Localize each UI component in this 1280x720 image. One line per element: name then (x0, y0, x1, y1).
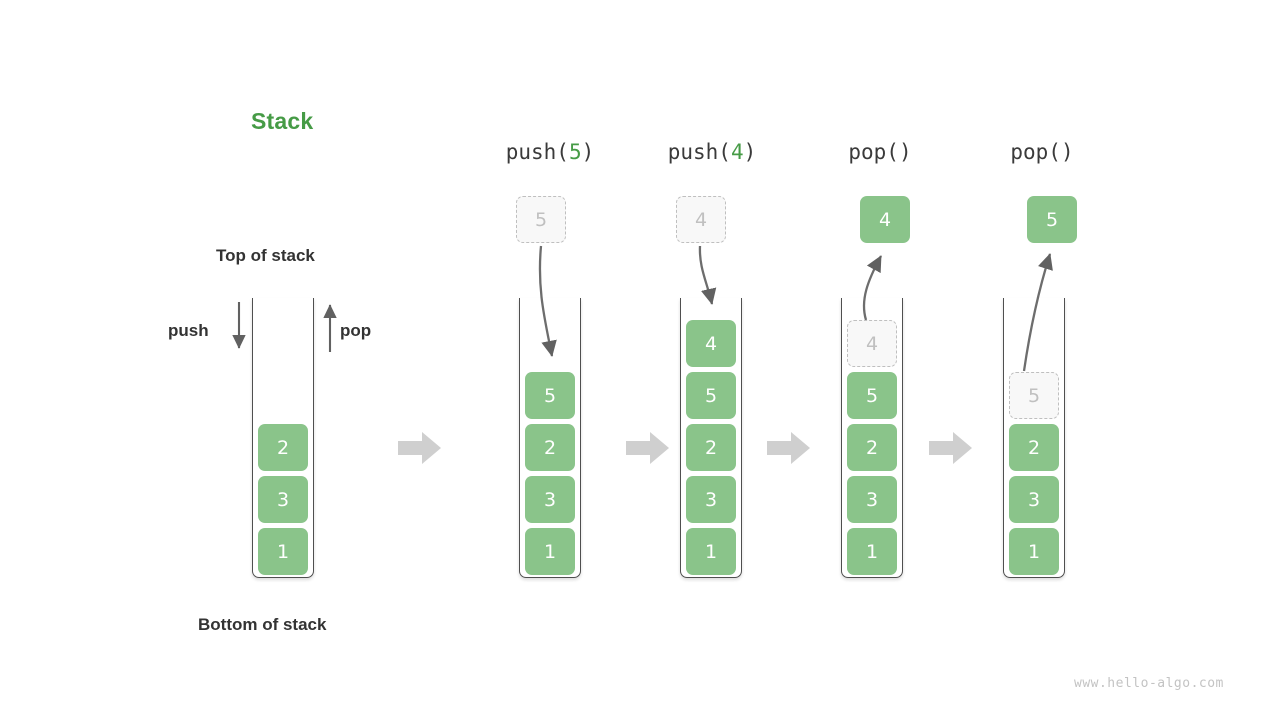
stack-cell: 1 (525, 528, 575, 575)
ghost-cell-value: 4 (694, 208, 708, 231)
stack-cell: 1 (1009, 528, 1059, 575)
stack-cell: 3 (258, 476, 308, 523)
stack-cell-value: 1 (704, 540, 718, 563)
ghost-incoming-cell: 5 (516, 196, 566, 243)
stack-cell: 5 (525, 372, 575, 419)
op-suffix: ) (581, 140, 595, 164)
operation-label-pop-1: pop() (820, 140, 940, 164)
stack-cell-value: 1 (276, 540, 290, 563)
stack-cell-value: 1 (1027, 540, 1041, 563)
stack-cell-value: 3 (704, 488, 718, 511)
popped-cell-value: 4 (878, 208, 892, 231)
stack-container-wall (252, 298, 314, 578)
flow-arrow-icon (929, 432, 972, 464)
stack-cell-value: 1 (865, 540, 879, 563)
stack-cell: 5 (1009, 372, 1059, 419)
push-4-motion-arrow-icon (698, 245, 717, 305)
operation-label-pop-2: pop() (982, 140, 1102, 164)
flow-arrow-icon (626, 432, 669, 464)
op-prefix: pop( (848, 140, 899, 164)
op-prefix: push( (505, 140, 569, 164)
stack-container-wall (519, 298, 581, 578)
stack-cell-value: 5 (543, 384, 557, 407)
op-prefix: push( (667, 140, 731, 164)
stack-cell-value: 1 (543, 540, 557, 563)
stack-cell: 2 (1009, 424, 1059, 471)
ghost-incoming-cell: 4 (676, 196, 726, 243)
stack-cell: 3 (686, 476, 736, 523)
stack-cell: 5 (847, 372, 897, 419)
stack-cell: 4 (847, 320, 897, 367)
stack-cell-value: 4 (865, 332, 879, 355)
stack-cell-value: 2 (704, 436, 718, 459)
stack-cell: 3 (847, 476, 897, 523)
stack-cell-value: 5 (865, 384, 879, 407)
stack-cell-value: 3 (543, 488, 557, 511)
stack-container-wall (841, 298, 903, 578)
op-arg: 4 (730, 140, 744, 164)
stack-cell: 1 (847, 528, 897, 575)
stack-cell-value: 4 (704, 332, 718, 355)
stack-cell: 5 (686, 372, 736, 419)
op-suffix: ) (898, 140, 912, 164)
popped-cell: 5 (1027, 196, 1077, 243)
stack-cell: 3 (525, 476, 575, 523)
stack-cell: 3 (1009, 476, 1059, 523)
operation-label-push-4: push(4) (652, 140, 772, 164)
op-suffix: ) (1060, 140, 1074, 164)
push-label: push (168, 321, 209, 340)
stack-cell-value: 5 (704, 384, 718, 407)
stack-container-wall (1003, 298, 1065, 578)
op-prefix: pop( (1010, 140, 1061, 164)
stack-cell-value: 5 (1027, 384, 1041, 407)
stack-container-wall (680, 298, 742, 578)
pop-label: pop (340, 321, 372, 340)
stack-cell-value: 2 (543, 436, 557, 459)
stack-cell-value: 3 (276, 488, 290, 511)
stack-cell-value: 3 (1027, 488, 1041, 511)
flow-arrow-icon (767, 432, 810, 464)
stack-cell: 1 (258, 528, 308, 575)
ghost-cell-value: 5 (534, 208, 548, 231)
bottom-of-stack-label: Bottom of stack (198, 615, 327, 634)
stack-cell: 2 (258, 424, 308, 471)
watermark: www.hello-algo.com (1074, 676, 1224, 691)
operation-label-push-5: push(5) (490, 140, 610, 164)
stack-cell-value: 2 (865, 436, 879, 459)
top-of-stack-label: Top of stack (216, 246, 315, 265)
diagram-title: Stack (251, 108, 314, 134)
flow-arrow-icon (398, 432, 441, 464)
op-suffix: ) (743, 140, 757, 164)
stack-cell-value: 3 (865, 488, 879, 511)
popped-cell: 4 (860, 196, 910, 243)
stack-cell: 2 (847, 424, 897, 471)
stack-cell: 1 (686, 528, 736, 575)
stack-cell: 2 (686, 424, 736, 471)
popped-cell-value: 5 (1045, 208, 1059, 231)
stack-cell-value: 2 (276, 436, 290, 459)
stack-cell: 2 (525, 424, 575, 471)
op-arg: 5 (568, 140, 582, 164)
stack-cell-value: 2 (1027, 436, 1041, 459)
stack-cell: 4 (686, 320, 736, 367)
